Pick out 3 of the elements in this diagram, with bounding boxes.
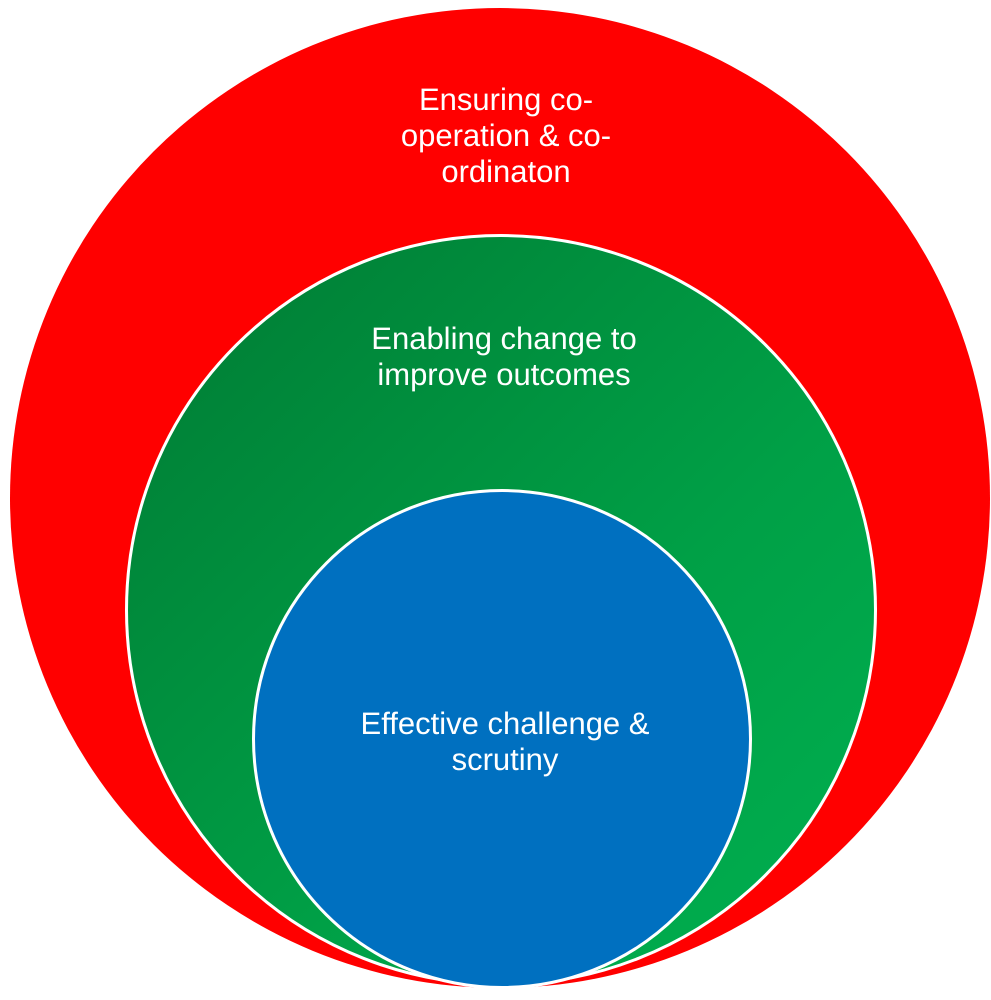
circle-label: Enabling change to improve outcomes: [370, 321, 638, 393]
circle-label: Effective challenge & scrutiny: [360, 706, 650, 778]
circle-label: Ensuring co-operation & co-ordinaton: [400, 82, 612, 190]
